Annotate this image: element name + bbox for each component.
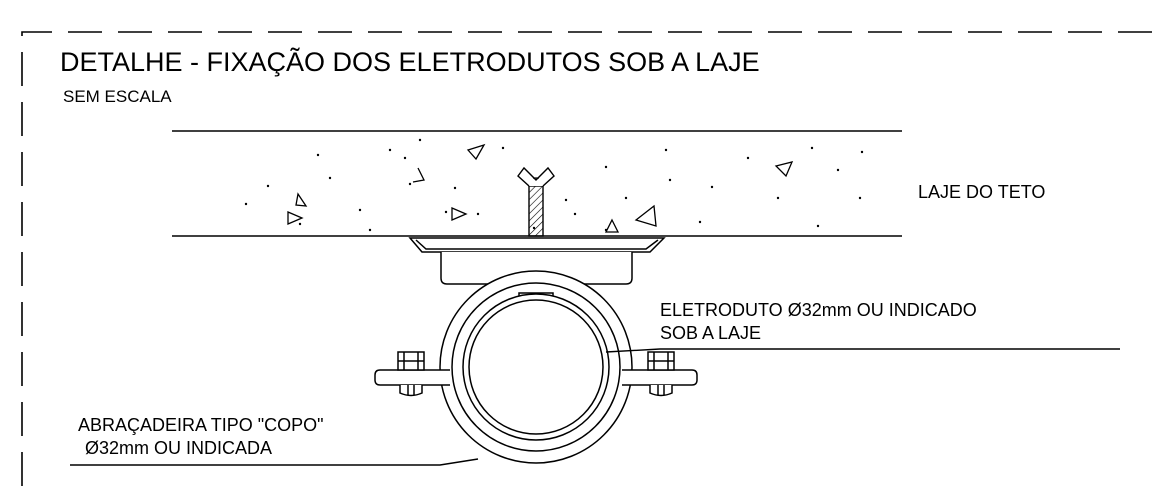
conduit-leader <box>605 348 1120 353</box>
label-conduit-line1: ELETRODUTO Ø32mm OU INDICADO <box>660 300 977 320</box>
label-clamp-line2: Ø32mm OU INDICADA <box>85 438 273 458</box>
label-conduit-line2: SOB A LAJE <box>660 323 762 343</box>
clamp-left-ear <box>374 351 450 397</box>
concrete-aggregate <box>244 138 864 232</box>
drawing-title: DETALHE - FIXAÇÃO DOS ELETRODUTOS SOB A … <box>60 47 760 77</box>
clamp-base <box>408 237 666 285</box>
label-clamp-line1: ABRAÇADEIRA TIPO "COPO" <box>78 415 324 435</box>
conduit-pipe <box>462 293 610 441</box>
clamp-right-ear <box>622 351 698 397</box>
leader-lines <box>70 348 1120 466</box>
concrete-stones <box>287 143 794 233</box>
detail-border <box>21 31 1158 486</box>
anchor-bolt <box>517 166 555 237</box>
label-slab: LAJE DO TETO <box>918 182 1046 202</box>
drawing-scale-note: SEM ESCALA <box>63 87 172 106</box>
clamp-leader <box>70 458 479 466</box>
